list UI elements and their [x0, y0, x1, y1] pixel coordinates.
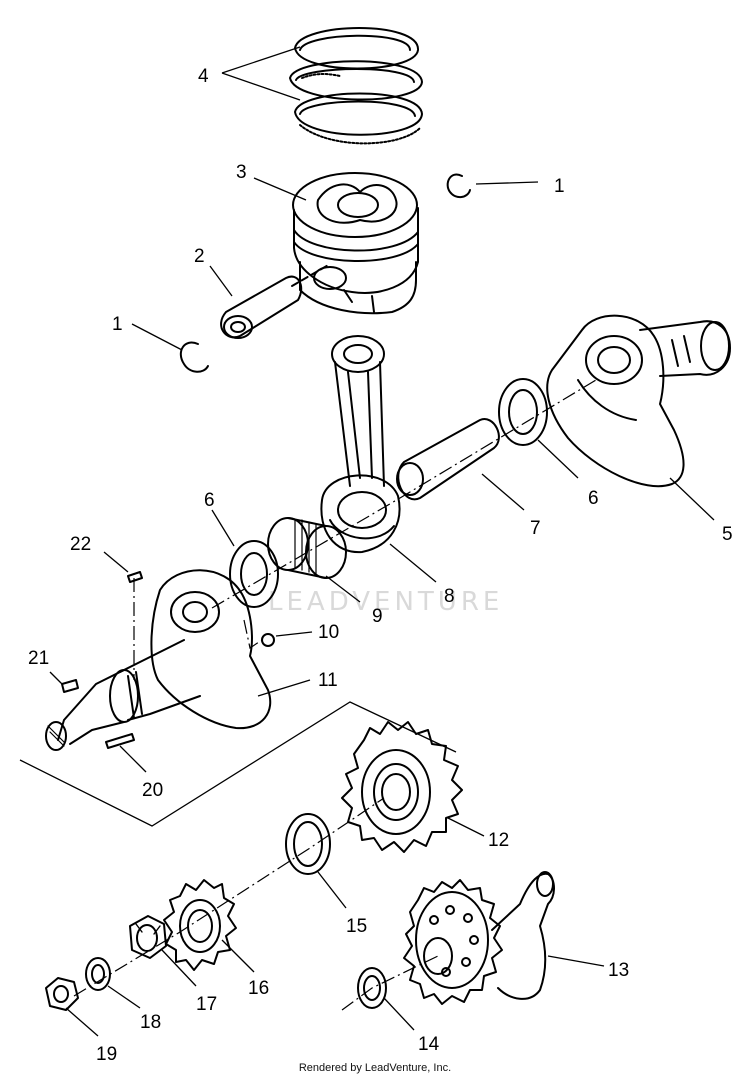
leader-20	[119, 745, 147, 773]
key-22	[127, 571, 143, 583]
leader-6-left	[211, 509, 235, 547]
callout-4: 4	[198, 66, 209, 87]
group-bracket	[19, 701, 457, 827]
ball-10	[261, 633, 275, 647]
callout-5: 5	[722, 524, 733, 545]
callout-6-right: 6	[588, 488, 599, 509]
washer-15	[285, 813, 331, 875]
dowel-pin-21	[61, 679, 79, 693]
washer-18	[85, 957, 111, 991]
leader-6-right	[537, 439, 579, 479]
piston-rings	[289, 27, 423, 145]
thrust-washer-left	[229, 540, 279, 608]
callout-3: 3	[236, 162, 247, 183]
leader-8	[389, 543, 437, 583]
callout-20: 20	[142, 780, 163, 801]
leader-14	[383, 997, 415, 1031]
center-line-ball-10	[243, 619, 263, 649]
piston	[292, 172, 419, 315]
leader-4b	[221, 72, 301, 101]
crankshaft-right-half	[546, 314, 731, 488]
callout-1-left: 1	[112, 314, 123, 335]
callout-11: 11	[318, 670, 338, 691]
leader-1-left	[131, 323, 183, 351]
leader-15	[317, 871, 347, 909]
callout-14: 14	[418, 1034, 440, 1055]
leader-18	[107, 985, 141, 1009]
callout-13: 13	[608, 960, 629, 981]
crankpin	[396, 418, 500, 501]
hex-nut-19	[45, 977, 79, 1011]
callout-22: 22	[70, 534, 91, 555]
leader-5	[669, 477, 715, 521]
dowel-pin-20	[105, 733, 135, 749]
circlip-top	[446, 173, 471, 198]
leader-21	[49, 671, 63, 685]
crank-gear	[341, 721, 463, 853]
callout-9: 9	[372, 606, 383, 627]
leader-10	[275, 631, 313, 637]
leader-12	[447, 817, 485, 837]
leader-7	[481, 473, 525, 511]
leader-16	[221, 939, 255, 973]
piston-pin	[220, 263, 331, 339]
callout-15: 15	[346, 916, 367, 937]
callout-16: 16	[248, 978, 269, 999]
center-line-crank	[211, 379, 597, 609]
leader-2	[209, 265, 233, 297]
crankshaft-left-half	[45, 569, 272, 751]
needle-bearing	[267, 517, 347, 579]
callout-7: 7	[530, 518, 541, 539]
leader-3	[253, 177, 307, 201]
leader-4a	[221, 46, 301, 74]
connecting-rod	[320, 335, 401, 554]
callout-21: 21	[28, 648, 49, 669]
callout-1-top: 1	[554, 176, 565, 197]
callout-18: 18	[140, 1012, 161, 1033]
leader-13	[547, 955, 605, 967]
washer-14	[357, 967, 387, 1009]
callout-2: 2	[194, 246, 205, 267]
leader-11	[257, 679, 311, 697]
circlip-left	[179, 341, 209, 373]
center-line-gear	[73, 797, 385, 997]
thrust-washer-right	[498, 378, 548, 446]
castle-nut-17	[129, 915, 167, 959]
callout-6-left: 6	[204, 490, 215, 511]
callout-8: 8	[444, 586, 455, 607]
center-line-balancer	[341, 955, 439, 1011]
leader-17	[161, 949, 197, 987]
callout-17: 17	[196, 994, 217, 1015]
footer-credit: Rendered by LeadVenture, Inc.	[298, 1062, 452, 1074]
balancer-shaft-13	[403, 871, 555, 1005]
leader-22	[103, 551, 129, 573]
leader-1-top	[475, 181, 539, 185]
sprocket-gear-16	[163, 879, 237, 971]
callout-10: 10	[318, 622, 339, 643]
leader-19	[65, 1007, 99, 1037]
callout-12: 12	[488, 830, 509, 851]
callout-19: 19	[96, 1044, 117, 1065]
leader-9	[325, 575, 361, 603]
watermark-text: LEADVENTURE	[268, 587, 503, 617]
